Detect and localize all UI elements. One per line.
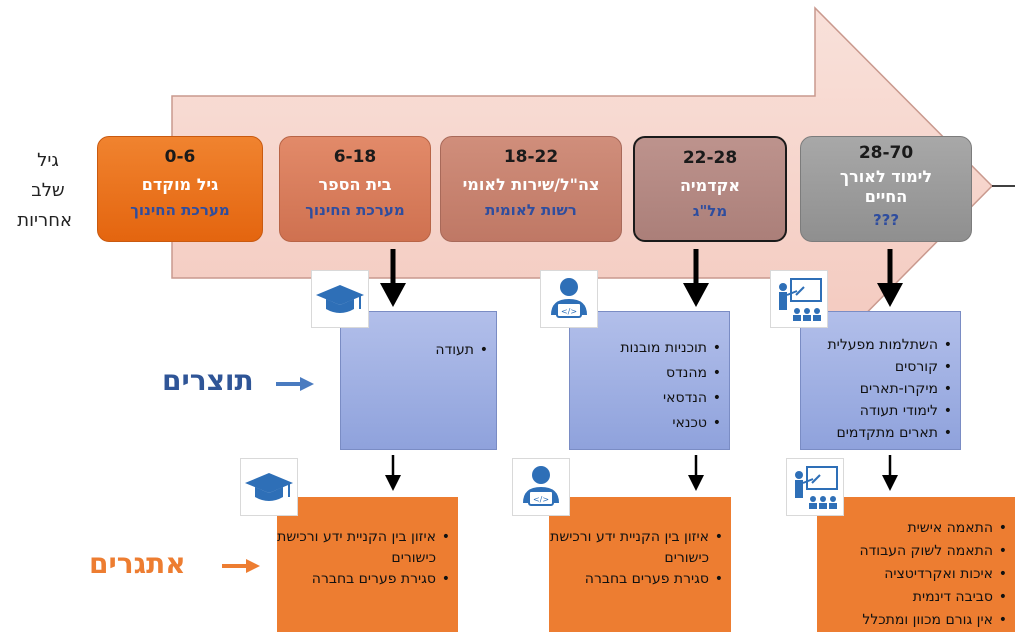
product-item: השתלמות מפעלית <box>801 334 952 356</box>
graduation-cap-icon <box>240 458 298 516</box>
graduation-cap-icon <box>311 270 369 328</box>
challenge-item: אין גורם מכוון ומתכלל <box>817 609 1007 632</box>
row-label-stage: שלב <box>31 180 65 201</box>
stage-military-service: 18-22 צה"ל/שירות לאומי רשות לאומית <box>440 136 622 242</box>
stage-school: 6-18 בית הספר מערכת החינוך <box>279 136 431 242</box>
challenges-lifelong: התאמה אישית התאמה לשוק העבודה איכות ואקר… <box>817 497 1015 632</box>
svg-text:</>: </> <box>533 495 549 504</box>
challenge-item: התאמה לשוק העבודה <box>817 540 1007 563</box>
stage-authority: מערכת החינוך <box>305 201 405 219</box>
stage-name: בית הספר <box>318 175 392 194</box>
stage-authority: מל"ג <box>692 202 728 220</box>
products-lifelong: השתלמות מפעלית קורסים מיקרו-תארים לימודי… <box>800 311 961 450</box>
product-item: מהנדס <box>570 361 721 386</box>
stage-age: 18-22 <box>503 147 559 167</box>
developer-laptop-icon: </> <box>512 458 570 516</box>
stage-early-childhood: 0-6 גיל מוקדם מערכת החינוך <box>97 136 263 242</box>
row-label-age: גיל <box>37 150 59 171</box>
stage-age: 28-70 <box>858 143 914 163</box>
product-item: תוכניות מובנות <box>570 336 721 361</box>
challenge-item: התאמה אישית <box>817 517 1007 540</box>
teacher-presentation-icon <box>770 270 828 328</box>
stage-name: גיל מוקדם <box>141 175 219 194</box>
challenge-item: סגירת פערים בחברה <box>549 569 723 590</box>
stage-name: לימוד לאורך החיים <box>839 167 933 206</box>
stage-age: 6-18 <box>333 147 377 167</box>
stage-authority: רשות לאומית <box>485 201 577 219</box>
challenge-item: איכות ואקרדיטציה <box>817 563 1007 586</box>
product-item: מיקרו-תארים <box>801 378 952 400</box>
stage-name: צה"ל/שירות לאומי <box>462 175 600 194</box>
developer-laptop-icon: </> <box>540 270 598 328</box>
challenge-item: סגירת פערים בחברה <box>277 569 450 590</box>
stage-name: אקדמיה <box>679 176 741 195</box>
challenge-item: סביבה דינמית <box>817 586 1007 609</box>
challenges-academia: איזון בין הקניית ידע ורכישת כישורים סגיר… <box>549 497 731 632</box>
products-school: תעודה <box>340 311 497 450</box>
challenges-label: אתגרים <box>89 547 186 580</box>
product-item: תארים מתקדמים <box>801 422 952 444</box>
stage-age: 0-6 <box>164 147 196 167</box>
stage-authority: מערכת החינוך <box>130 201 230 219</box>
product-item: קורסים <box>801 356 952 378</box>
challenge-item: איזון בין הקניית ידע ורכישת כישורים <box>277 527 450 569</box>
challenges-arrow-icon <box>222 559 260 573</box>
stage-authority: ??? <box>872 211 900 229</box>
product-item: הנדסאי <box>570 386 721 411</box>
stage-age: 22-28 <box>682 148 738 168</box>
stage-lifelong-learning: 28-70 לימוד לאורך החיים ??? <box>800 136 972 242</box>
stage-academia: 22-28 אקדמיה מל"ג <box>633 136 787 242</box>
product-item: תעודה <box>341 338 488 363</box>
outputs-label: תוצרים <box>162 364 254 397</box>
row-label-responsibility: אחריות <box>17 210 72 231</box>
products-academia: תוכניות מובנות מהנדס הנדסאי טכנאי <box>569 311 730 450</box>
teacher-presentation-icon <box>786 458 844 516</box>
challenge-item: איזון בין הקניית ידע ורכישת כישורים <box>549 527 723 569</box>
outputs-arrow-icon <box>276 377 314 391</box>
product-item: לימודי תעודה <box>801 400 952 422</box>
svg-text:</>: </> <box>561 307 577 316</box>
challenges-school: איזון בין הקניית ידע ורכישת כישורים סגיר… <box>277 497 458 632</box>
product-item: טכנאי <box>570 411 721 436</box>
